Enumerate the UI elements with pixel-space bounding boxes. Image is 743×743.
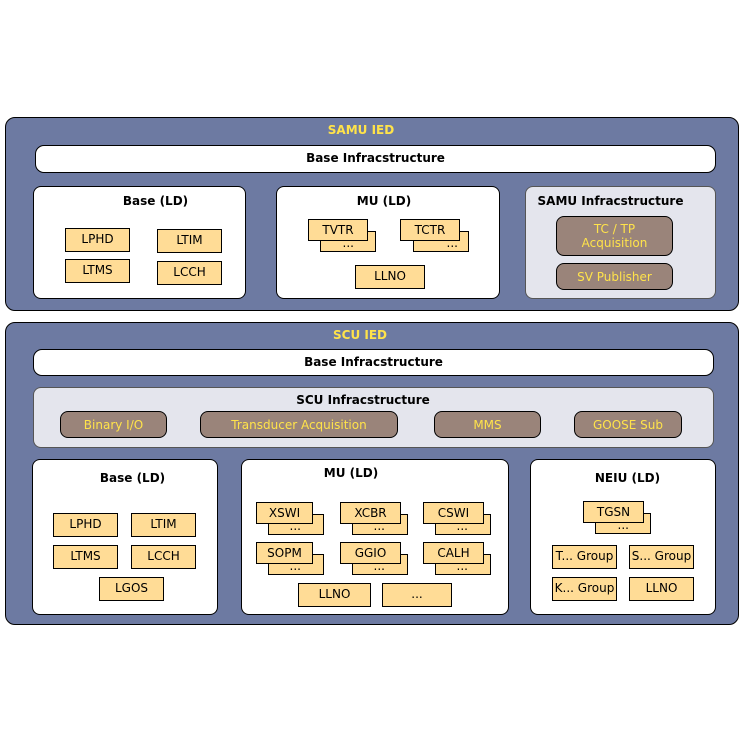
scu-node-lcch: LCCH xyxy=(131,545,196,569)
neiu-node-t-group: T... Group xyxy=(552,545,617,569)
scu-node-ggio: GGIO xyxy=(340,542,401,564)
samu-base-infrastructure: Base Infracstructure xyxy=(35,145,716,173)
scu-infrastructure-title: SCU Infracstructure xyxy=(296,393,430,407)
binary-io-box: Binary I/O xyxy=(60,411,167,438)
samu-mu-ld-title: MU (LD) xyxy=(356,194,412,208)
neiu-stack-more: ... xyxy=(617,518,629,532)
scu-mu-ld-panel xyxy=(241,459,509,615)
transducer-acquisition-box: Transducer Acquisition xyxy=(200,411,398,438)
scu-node-lgos: LGOS xyxy=(99,577,164,601)
scu-node-calh: CALH xyxy=(423,542,484,564)
scu-node-xcbr: XCBR xyxy=(340,502,401,524)
scu-stack-more: ... xyxy=(373,519,385,533)
goose-sub-box: GOOSE Sub xyxy=(574,411,682,438)
samu-node-tvtr: TVTR xyxy=(308,219,368,241)
scu-stack-more: ... xyxy=(456,559,468,573)
neiu-ld-title: NEIU (LD) xyxy=(594,471,661,485)
scu-node-ltms: LTMS xyxy=(53,545,118,569)
scu-node-lphd: LPHD xyxy=(53,513,118,537)
scu-ied-title: SCU IED xyxy=(333,328,387,342)
samu-infrastructure-title: SAMU Infracstructure xyxy=(537,194,684,208)
neiu-node-tgsn: TGSN xyxy=(583,501,644,523)
tc-tp-label: TC / TP xyxy=(593,222,636,236)
scu-node-xswi: XSWI xyxy=(256,502,313,524)
samu-node-lphd: LPHD xyxy=(65,228,130,252)
scu-stack-more: ... xyxy=(289,519,301,533)
samu-node-lcch: LCCH xyxy=(157,261,222,285)
scu-node-llno: LLNO xyxy=(298,583,371,607)
samu-node-ltim: LTIM xyxy=(157,229,222,253)
samu-base-ld-title: Base (LD) xyxy=(122,194,189,208)
samu-stack-more-1: ... xyxy=(342,236,354,250)
scu-base-infrastructure: Base Infracstructure xyxy=(33,349,714,376)
scu-stack-more: ... xyxy=(289,559,301,573)
samu-node-tctr: TCTR xyxy=(400,219,460,241)
neiu-node-llno: LLNO xyxy=(629,577,694,601)
neiu-node-s-group: S... Group xyxy=(629,545,694,569)
scu-stack-more: ... xyxy=(373,559,385,573)
samu-node-llno: LLNO xyxy=(355,265,425,289)
scu-node-more: ... xyxy=(382,583,452,607)
mms-box: MMS xyxy=(434,411,541,438)
scu-node-sopm: SOPM xyxy=(256,542,313,564)
acquisition-label: Acquisition xyxy=(581,236,648,250)
scu-base-ld-title: Base (LD) xyxy=(99,471,166,485)
sv-publisher-box: SV Publisher xyxy=(556,263,673,290)
samu-node-ltms: LTMS xyxy=(65,259,130,283)
tc-tp-acquisition-box: TC / TP Acquisition xyxy=(556,216,673,256)
neiu-node-k-group: K... Group xyxy=(552,577,617,601)
scu-node-cswi: CSWI xyxy=(423,502,484,524)
scu-stack-more: ... xyxy=(456,519,468,533)
samu-ied-title: SAMU IED xyxy=(327,123,395,137)
samu-stack-more-2: ... xyxy=(446,236,458,250)
scu-node-ltim: LTIM xyxy=(131,513,196,537)
scu-mu-ld-title: MU (LD) xyxy=(323,466,379,480)
